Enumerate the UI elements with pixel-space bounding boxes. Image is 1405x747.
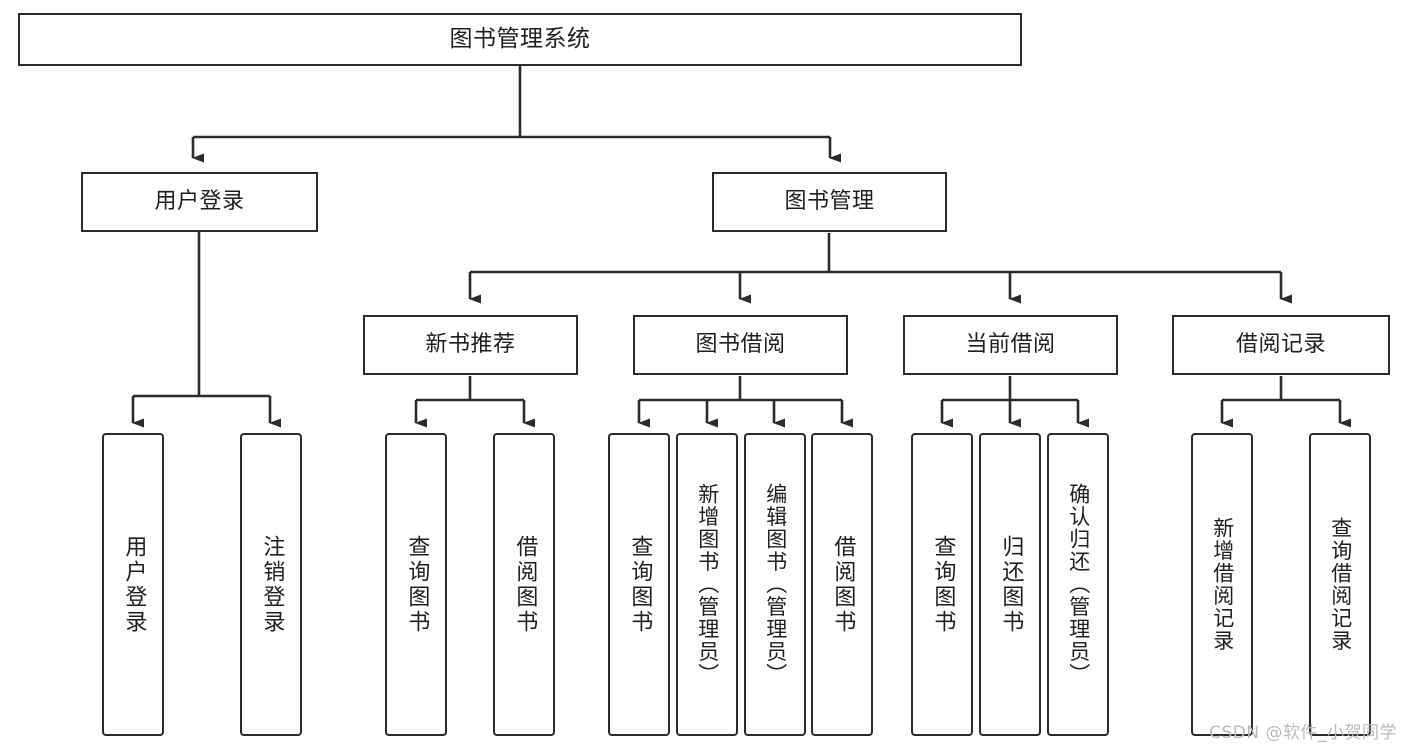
leaf-label: 查询借阅记录 (1328, 517, 1353, 652)
node-root-label: 图书管理系统 (449, 26, 591, 52)
leaf-current-borrow-confirm-return[interactable]: 确认归还（管理员） (1047, 433, 1109, 736)
leaf-borrow-record-query[interactable]: 查询借阅记录 (1309, 433, 1371, 736)
node-user-login[interactable]: 用户登录 (81, 172, 318, 232)
leaf-label: 借阅图书 (512, 534, 538, 635)
node-book-borrow[interactable]: 图书借阅 (633, 315, 848, 375)
leaf-current-borrow-return[interactable]: 归还图书 (979, 433, 1041, 736)
leaf-user-login-logout[interactable]: 注销登录 (240, 433, 302, 736)
leaf-book-borrow-borrow[interactable]: 借阅图书 (811, 433, 873, 736)
leaf-label: 查询图书 (404, 534, 430, 635)
leaf-new-book-query[interactable]: 查询图书 (385, 433, 447, 736)
node-root[interactable]: 图书管理系统 (18, 13, 1022, 66)
leaf-user-login-login[interactable]: 用户登录 (102, 433, 164, 736)
leaf-label: 注销登录 (259, 534, 285, 635)
leaf-book-borrow-query[interactable]: 查询图书 (608, 433, 670, 736)
leaf-label: 归还图书 (998, 534, 1024, 635)
node-book-management[interactable]: 图书管理 (712, 172, 947, 232)
leaf-book-borrow-add[interactable]: 新增图书（管理员） (676, 433, 738, 736)
node-user-login-label: 用户登录 (154, 189, 245, 214)
leaf-label: 新增图书（管理员） (695, 483, 720, 686)
leaf-label: 用户登录 (121, 534, 147, 635)
node-new-book-recommend-label: 新书推荐 (425, 332, 516, 357)
node-book-management-label: 图书管理 (784, 189, 875, 214)
csdn-watermark: CSDN @软件_小贺同学 (1209, 723, 1397, 743)
node-borrow-record-label: 借阅记录 (1235, 332, 1326, 357)
leaf-label: 新增借阅记录 (1210, 517, 1235, 652)
leaf-label: 确认归还（管理员） (1066, 483, 1091, 686)
node-book-borrow-label: 图书借阅 (695, 332, 786, 357)
node-current-borrow[interactable]: 当前借阅 (903, 315, 1118, 375)
node-borrow-record[interactable]: 借阅记录 (1172, 315, 1390, 375)
leaf-label: 借阅图书 (830, 534, 856, 635)
leaf-label: 查询图书 (627, 534, 653, 635)
leaf-book-borrow-edit[interactable]: 编辑图书（管理员） (744, 433, 806, 736)
leaf-borrow-record-add[interactable]: 新增借阅记录 (1191, 433, 1253, 736)
node-current-borrow-label: 当前借阅 (965, 332, 1056, 357)
leaf-label: 查询图书 (930, 534, 956, 635)
leaf-current-borrow-query[interactable]: 查询图书 (911, 433, 973, 736)
leaf-new-book-borrow[interactable]: 借阅图书 (493, 433, 555, 736)
leaf-label: 编辑图书（管理员） (763, 483, 788, 686)
node-new-book-recommend[interactable]: 新书推荐 (363, 315, 578, 375)
